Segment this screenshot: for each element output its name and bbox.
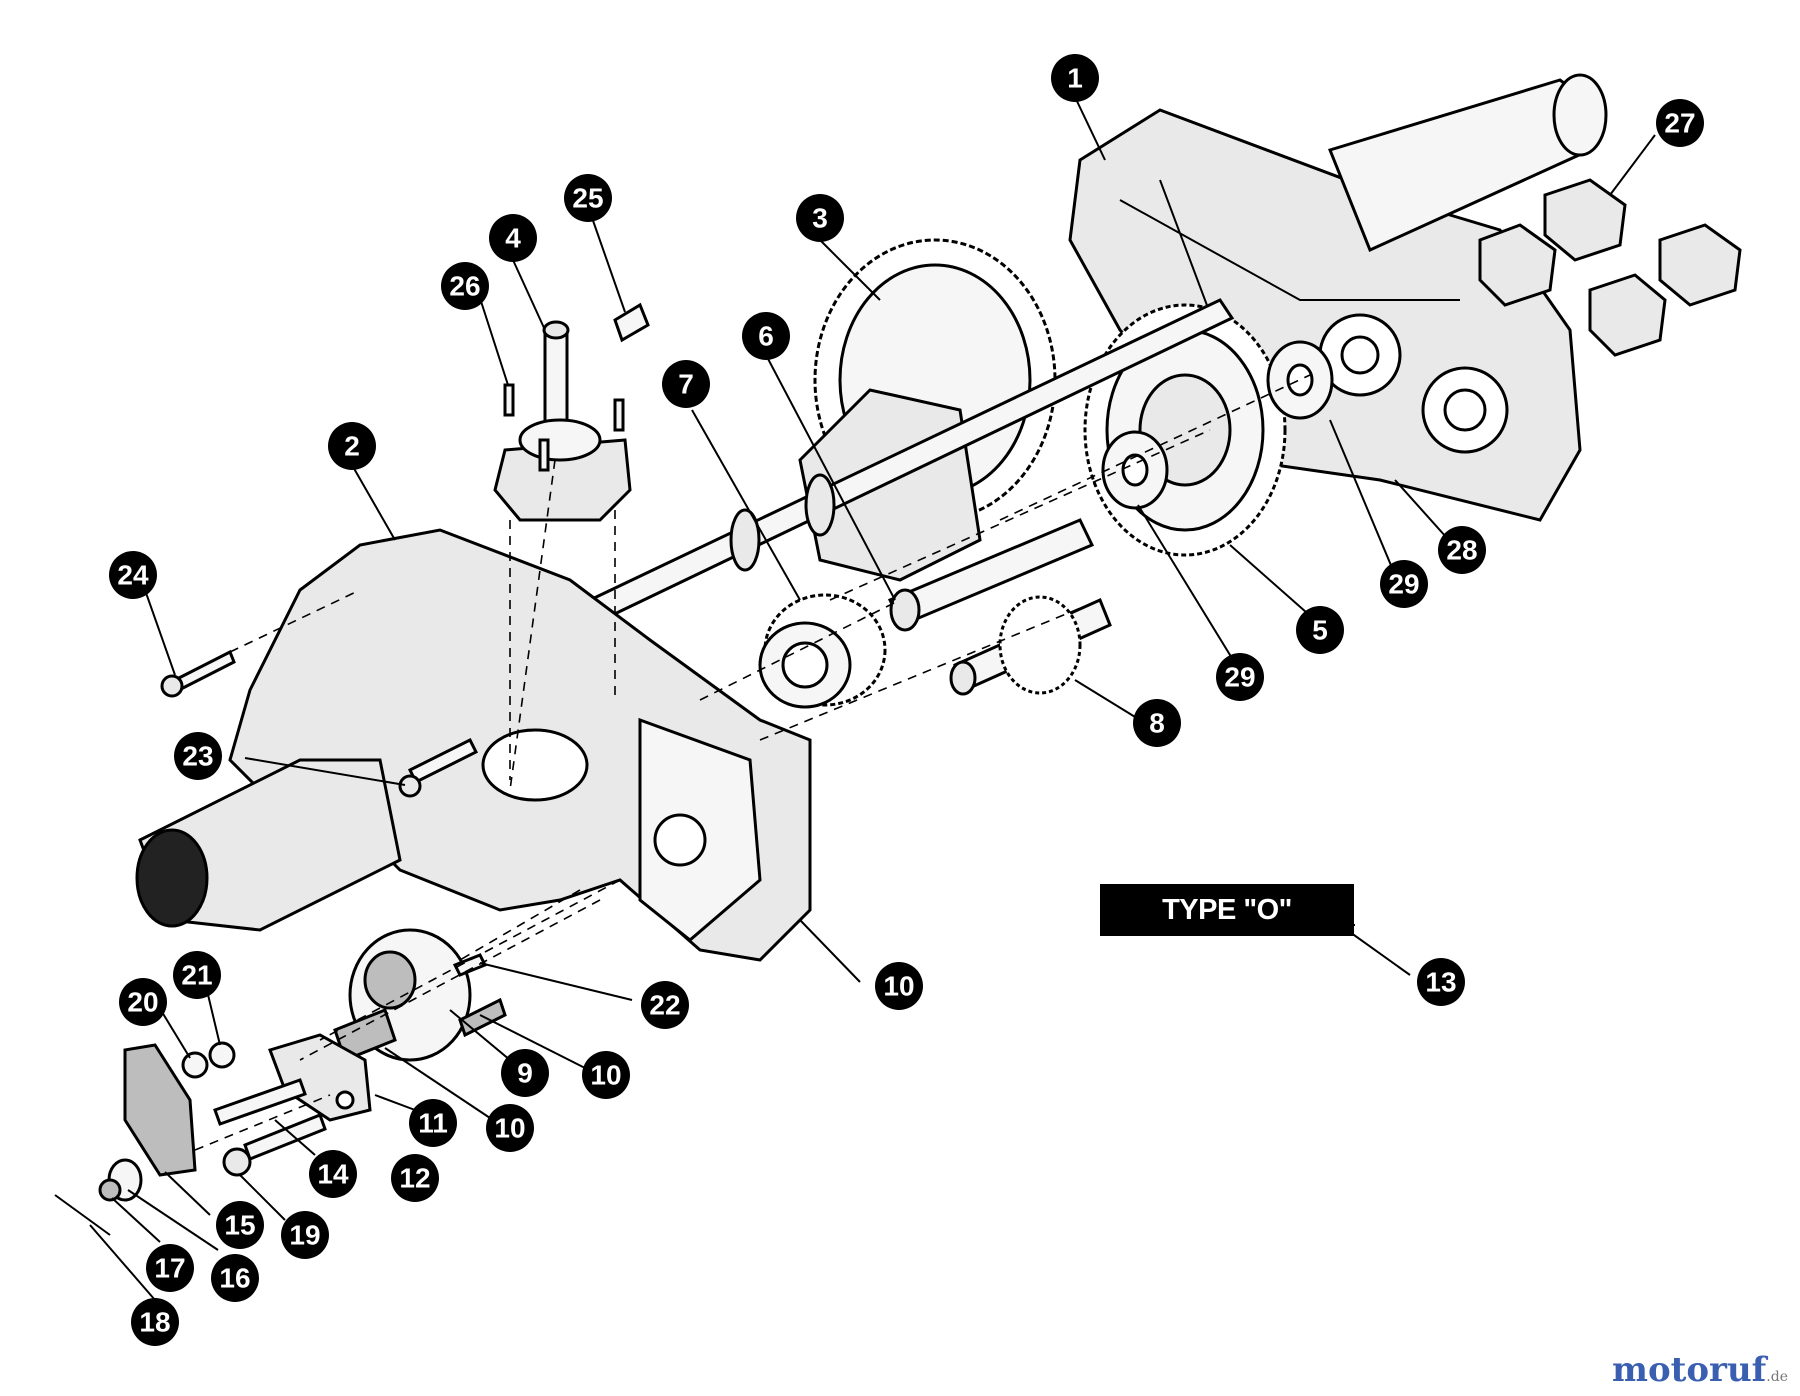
callout-12: 12 bbox=[391, 1154, 439, 1202]
callout-10-c: 10 bbox=[486, 1104, 534, 1152]
callout-10-a: 10 bbox=[875, 962, 923, 1010]
callout-9: 9 bbox=[501, 1049, 549, 1097]
svg-text:19: 19 bbox=[289, 1220, 320, 1251]
part-8-pinion-shaft bbox=[949, 595, 1112, 696]
svg-text:17: 17 bbox=[154, 1253, 185, 1284]
svg-text:25: 25 bbox=[572, 183, 603, 214]
part-26-screws bbox=[503, 383, 625, 472]
grease-type-label: TYPE "O" GREASE bbox=[1100, 884, 1354, 978]
callout-21: 21 bbox=[173, 951, 221, 999]
callout-17: 17 bbox=[146, 1244, 194, 1292]
callout-24: 24 bbox=[109, 551, 157, 599]
callout-4: 4 bbox=[489, 214, 537, 262]
alignment-lines bbox=[194, 374, 1311, 1151]
svg-text:3: 3 bbox=[812, 203, 828, 234]
callout-2: 2 bbox=[328, 422, 376, 470]
watermark-logo: motoruf.de bbox=[1612, 1350, 1788, 1390]
svg-text:27: 27 bbox=[1664, 108, 1695, 139]
svg-text:7: 7 bbox=[678, 369, 694, 400]
callout-18: 18 bbox=[131, 1298, 179, 1346]
svg-text:13: 13 bbox=[1425, 967, 1456, 998]
svg-text:23: 23 bbox=[182, 741, 213, 772]
svg-text:29: 29 bbox=[1388, 569, 1419, 600]
svg-text:15: 15 bbox=[224, 1210, 255, 1241]
svg-text:26: 26 bbox=[449, 271, 480, 302]
svg-text:29: 29 bbox=[1224, 662, 1255, 693]
svg-text:11: 11 bbox=[418, 1108, 448, 1139]
svg-text:12: 12 bbox=[399, 1163, 430, 1194]
watermark-suffix: .de bbox=[1766, 1369, 1788, 1385]
callout-5: 5 bbox=[1296, 606, 1344, 654]
callout-11: 11 bbox=[409, 1099, 457, 1147]
part-4-shift-shaft bbox=[493, 320, 632, 522]
svg-text:28: 28 bbox=[1446, 535, 1477, 566]
leader-lines bbox=[89, 96, 1656, 1301]
callout-10-b: 10 bbox=[582, 1051, 630, 1099]
part-5-cluster-gear bbox=[1083, 303, 1287, 557]
callout-13: 13 bbox=[1417, 958, 1465, 1006]
callout-23: 23 bbox=[174, 732, 222, 780]
svg-text:10: 10 bbox=[590, 1060, 621, 1091]
callout-20: 20 bbox=[119, 978, 167, 1026]
callout-15: 15 bbox=[216, 1201, 264, 1249]
callout-29-a: 29 bbox=[1380, 560, 1428, 608]
svg-text:21: 21 bbox=[181, 960, 212, 991]
part-23-dowel bbox=[398, 737, 479, 798]
callout-29-b: 29 bbox=[1216, 653, 1264, 701]
callout-8: 8 bbox=[1133, 699, 1181, 747]
callout-6: 6 bbox=[742, 312, 790, 360]
svg-text:6: 6 bbox=[758, 321, 774, 352]
part-1-right-housing bbox=[1068, 73, 1608, 522]
svg-text:24: 24 bbox=[117, 560, 149, 591]
callout-1: 1 bbox=[1051, 54, 1099, 102]
part-16-17-18-hardware bbox=[54, 1158, 143, 1236]
callout-27: 27 bbox=[1656, 99, 1704, 147]
callout-26: 26 bbox=[441, 262, 489, 310]
svg-text:8: 8 bbox=[1149, 708, 1165, 739]
svg-text:20: 20 bbox=[127, 987, 158, 1018]
watermark-text: motoruf bbox=[1612, 1350, 1767, 1390]
svg-text:9: 9 bbox=[517, 1058, 533, 1089]
callout-19: 19 bbox=[281, 1211, 329, 1259]
svg-text:10: 10 bbox=[494, 1113, 525, 1144]
svg-text:5: 5 bbox=[1312, 615, 1328, 646]
part-25-key bbox=[613, 302, 650, 343]
svg-text:1: 1 bbox=[1067, 63, 1083, 94]
part-2-left-housing bbox=[135, 528, 812, 962]
svg-text:22: 22 bbox=[649, 990, 680, 1021]
callout-7: 7 bbox=[662, 360, 710, 408]
svg-text:14: 14 bbox=[317, 1159, 349, 1190]
part-29-washers bbox=[1101, 340, 1334, 510]
callout-25: 25 bbox=[564, 174, 612, 222]
part-15-shift-lever bbox=[123, 1043, 197, 1177]
svg-text:18: 18 bbox=[139, 1307, 170, 1338]
part-6-shaft bbox=[887, 518, 1095, 632]
part-24-bolt bbox=[160, 649, 236, 698]
part-7-bevel-gear bbox=[758, 593, 887, 709]
part-27-spider-nuts bbox=[1478, 178, 1742, 357]
part-19-bolt bbox=[222, 1147, 252, 1177]
callout-28: 28 bbox=[1438, 526, 1486, 574]
svg-text:16: 16 bbox=[219, 1263, 250, 1294]
part-20-21-nut-washer bbox=[181, 1041, 236, 1079]
svg-text:10: 10 bbox=[883, 971, 914, 1002]
callout-14: 14 bbox=[309, 1150, 357, 1198]
callout-16: 16 bbox=[211, 1254, 259, 1302]
svg-text:2: 2 bbox=[344, 431, 360, 462]
callout-22: 22 bbox=[641, 981, 689, 1029]
part-10-11-shims bbox=[333, 997, 507, 1062]
svg-text:4: 4 bbox=[505, 223, 521, 254]
callout-3: 3 bbox=[796, 194, 844, 242]
